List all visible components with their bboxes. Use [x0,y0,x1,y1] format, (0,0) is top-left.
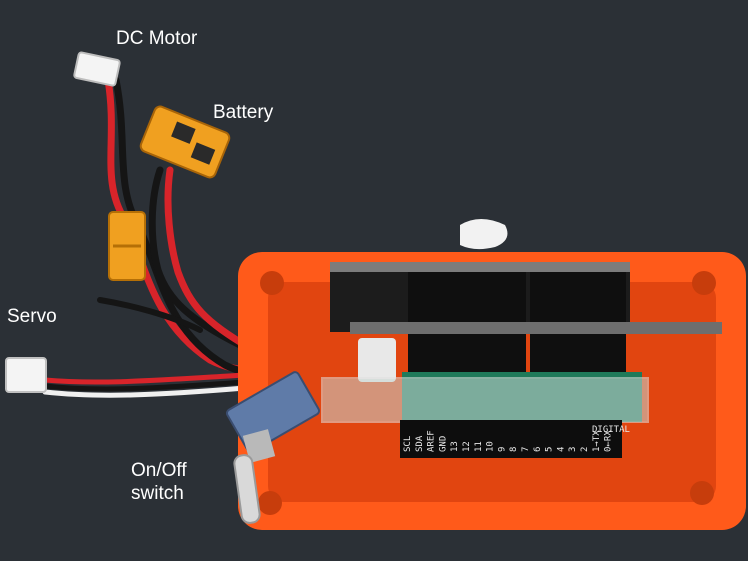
pin-label: AREF [427,430,437,452]
pin-label: 6 [533,447,543,452]
pin-label: 0←RX [604,430,614,452]
pin-label: 10 [486,441,496,452]
digital-label: DIGITAL [592,425,630,435]
servo-label: Servo [7,306,57,327]
pin-label: 7 [521,447,531,452]
inline-connector [108,211,146,281]
battery-connector [139,105,231,179]
pin-label: 13 [450,441,460,452]
pin-label: GND [438,436,448,452]
toggle-switch[interactable] [225,371,321,524]
pin-label: 11 [474,441,484,452]
pin-label: 3 [568,447,578,452]
pin-label: 9 [497,447,507,452]
pin-label: 5 [545,447,555,452]
dc-motor-label: DC Motor [116,28,198,49]
battery-label: Battery [213,102,274,123]
pin-label: 4 [556,447,566,452]
white-spot [460,219,508,250]
pin-label: SCL [403,436,413,452]
pin-label: 8 [509,447,519,452]
white-capacitor [358,338,396,382]
middle-pcb [350,322,722,334]
dc-motor-connector [73,51,121,87]
servo-connector [5,357,47,393]
pin-label: 1→TX [592,430,602,452]
switch-label: On/Off switch [131,459,241,505]
pin-label: 2 [580,447,590,452]
switch-label-line1: On/Off [131,460,187,481]
switch-label-line2: switch [131,483,184,504]
pin-label: SDA [415,435,425,452]
top-pcb-edge [330,262,630,272]
pin-label: 12 [462,441,472,452]
arduino-board [321,372,649,458]
